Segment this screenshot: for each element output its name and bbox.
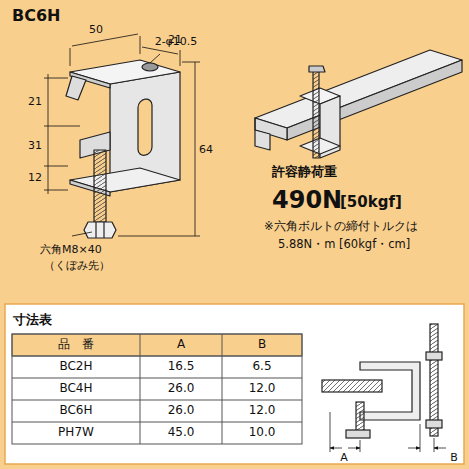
drawing-part <box>356 402 364 432</box>
drawing-part <box>103 222 104 238</box>
dimension-lines <box>44 34 200 236</box>
drawing-part <box>222 334 223 444</box>
dimension-label: 50 <box>89 24 103 36</box>
drawing-part <box>426 352 442 360</box>
drawing-part <box>66 76 86 100</box>
drawing-part <box>360 440 361 452</box>
drawing-part <box>330 448 342 449</box>
part-number-title: BC6H <box>12 7 60 25</box>
table-panel <box>5 304 464 464</box>
drawing-part <box>142 63 158 71</box>
drawing-part <box>72 232 92 236</box>
drawing-part <box>255 50 462 128</box>
drawing-part <box>255 118 270 150</box>
drawing-part <box>12 378 302 379</box>
table-cell: BC2H <box>59 360 92 373</box>
table-cell: 26.0 <box>168 404 195 417</box>
side-view <box>322 324 446 452</box>
drawing-part <box>408 448 420 449</box>
drawing-part <box>322 380 382 392</box>
dimension-label: 21 <box>168 34 182 46</box>
drawing-part <box>12 400 302 401</box>
dimension-label: 5.88N・m [60kgf・cm] <box>278 238 410 251</box>
table-cell: 6.5 <box>252 360 271 373</box>
dimension-label: 六角M8×40 <box>40 244 102 256</box>
drawing-part <box>142 47 178 54</box>
table-cell: 45.0 <box>168 426 195 439</box>
dimension-label: （くぼみ先） <box>44 260 110 272</box>
dimension-table <box>12 334 302 444</box>
drawing-part <box>44 190 68 191</box>
drawing-part <box>426 420 442 428</box>
drawing-part <box>44 126 80 127</box>
drawing-part <box>138 98 152 156</box>
channel-drawing <box>255 50 462 158</box>
clamp-drawing <box>66 60 180 238</box>
drawing-part <box>180 50 181 66</box>
drawing-part <box>12 334 302 356</box>
drawing-part <box>346 430 370 438</box>
drawing-part <box>72 34 138 46</box>
dimension-label: [50kgf] <box>340 194 402 211</box>
drawing-part <box>434 448 446 449</box>
drawing-part <box>48 74 49 194</box>
drawing-part <box>140 334 141 444</box>
dimension-label: 31 <box>28 140 42 152</box>
table-cell: 12.0 <box>249 382 276 395</box>
dimension-label: ※六角ボルトの締付トルクは <box>264 220 418 233</box>
dimension-label: 許容静荷重 <box>272 165 337 179</box>
dimension-label: 21 <box>28 96 42 108</box>
table-cell: 10.0 <box>249 426 276 439</box>
drawing-part <box>330 412 331 452</box>
dimension-label: 64 <box>199 144 213 156</box>
drawing-part <box>434 438 435 452</box>
drawing-part <box>182 62 200 63</box>
drawing-part <box>94 150 106 222</box>
table-cell: 品 番 <box>58 338 94 351</box>
table-cell: 16.5 <box>168 360 195 373</box>
dimension-label: 12 <box>28 172 42 184</box>
table-cell: BC6H <box>59 404 92 417</box>
drawing-part <box>140 36 141 54</box>
drawing-part <box>84 222 116 238</box>
drawing-part <box>430 324 438 436</box>
drawing-part <box>12 422 302 423</box>
table-cell: BC4H <box>59 382 92 395</box>
dimension-label: A <box>340 452 348 464</box>
drawing-part <box>300 138 340 154</box>
drawing-part <box>12 356 302 357</box>
drawing-part <box>309 66 325 72</box>
dimension-label: 490N <box>272 187 342 213</box>
drawing-part <box>118 236 200 237</box>
drawing-part <box>348 448 360 449</box>
drawing-part <box>313 70 319 158</box>
drawing-part <box>95 222 96 238</box>
drawing-part <box>360 362 420 420</box>
table-cell: 12.0 <box>249 404 276 417</box>
dimension-label: 寸法表 <box>13 313 52 327</box>
drawing-part <box>70 48 71 66</box>
drawing-part <box>150 54 160 63</box>
table-cell: B <box>258 338 266 351</box>
drawing-part <box>12 334 302 444</box>
drawing-part <box>44 78 68 79</box>
drawing-part <box>44 166 68 167</box>
table-cell: 26.0 <box>168 382 195 395</box>
table-cell: A <box>177 338 185 351</box>
dimension-label: B <box>450 452 458 464</box>
drawing-part <box>195 62 196 236</box>
table-cell: PH7W <box>58 426 94 439</box>
